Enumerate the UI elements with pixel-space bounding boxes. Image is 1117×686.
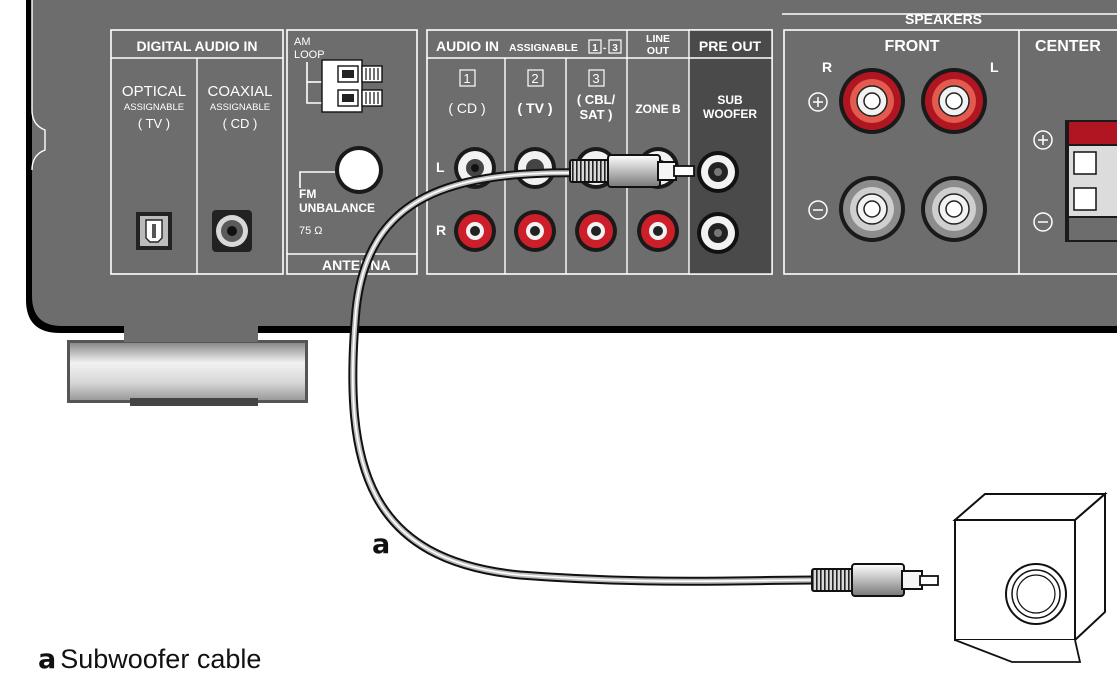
audio-in-header: AUDIO IN (436, 38, 499, 54)
rca-zone-b-right (637, 210, 679, 252)
front-r-minus-terminal (839, 176, 905, 242)
assignable-range-end: 3 (612, 43, 618, 54)
channel-right-label: R (436, 222, 446, 238)
coaxial-assignable: ASSIGNABLE (210, 102, 270, 113)
audio-in-section: AUDIO IN ASSIGNABLE 1 - 3 LINE OUT PRE O… (426, 29, 773, 275)
input-2-number: 2 (531, 71, 538, 86)
rca-subwoofer-lower (697, 212, 739, 254)
assignable-range-dash: - (603, 43, 606, 54)
pre-out-header: PRE OUT (699, 38, 762, 54)
loop-label: LOOP (294, 49, 325, 61)
assignable-range-start: 1 (592, 43, 598, 54)
rca-input-2-right (514, 210, 556, 252)
receiver-foot (67, 326, 308, 406)
fm-label: FM (299, 187, 316, 201)
rca-input-1-right (454, 210, 496, 252)
caption-text: Subwoofer cable (60, 644, 262, 674)
zone-b-label: ZONE B (635, 102, 681, 116)
center-speaker-terminal (1065, 120, 1117, 242)
optical-jack (136, 212, 172, 250)
front-l-label: L (990, 59, 999, 75)
unbalance-label: UNBALANCE (299, 201, 375, 215)
ohm-label: 75 Ω (299, 225, 323, 237)
coaxial-source: ( CD ) (223, 116, 258, 131)
audio-in-assignable: ASSIGNABLE (509, 42, 578, 54)
center-plus-icon (1033, 130, 1053, 150)
am-loop-terminal (306, 59, 383, 113)
subwoofer-cable (348, 168, 820, 586)
antenna-section: AM LOOP FM UNBALANCE 75 Ω ANTENNA (286, 29, 418, 275)
line-out-header-1: LINE (646, 33, 670, 45)
fm-antenna-jack (299, 146, 383, 194)
center-minus-icon (1033, 212, 1053, 232)
line-out-header-2: OUT (647, 45, 670, 57)
front-label: FRONT (884, 38, 939, 55)
center-label: CENTER (1035, 38, 1101, 55)
rca-subwoofer-upper (697, 151, 739, 193)
subwoofer-label-2: WOOFER (703, 107, 757, 121)
rca-input-2-left (514, 147, 556, 189)
rca-input-3-right (575, 210, 617, 252)
caption-marker: a (38, 644, 57, 675)
input-2-label: ( TV ) (518, 100, 553, 116)
optical-assignable: ASSIGNABLE (124, 102, 184, 113)
antenna-footer: ANTENNA (322, 257, 390, 273)
front-l-minus-terminal (921, 176, 987, 242)
input-3-label-1: ( CBL/ (577, 92, 616, 107)
input-3-number: 3 (592, 71, 599, 86)
front-r-label: R (822, 59, 832, 75)
front-l-plus-terminal (921, 68, 987, 134)
optical-label: OPTICAL (122, 83, 186, 100)
front-r-plus-terminal (839, 68, 905, 134)
coaxial-jack (212, 210, 252, 252)
digital-audio-in-header: DIGITAL AUDIO IN (136, 38, 257, 54)
optical-source: ( TV ) (138, 116, 170, 131)
plus-icon (808, 92, 828, 112)
input-3-label-2: SAT ) (580, 107, 613, 122)
input-1-number: 1 (463, 71, 470, 86)
channel-left-label: L (436, 159, 445, 175)
subwoofer-icon (952, 491, 1108, 663)
rca-plug-receiver-end (569, 154, 695, 188)
coaxial-label: COAXIAL (207, 83, 272, 100)
speakers-section: SPEAKERS FRONT CENTER R L (782, 0, 1117, 275)
am-label: AM (294, 36, 311, 48)
digital-audio-in-section: DIGITAL AUDIO IN OPTICAL ASSIGNABLE ( TV… (110, 29, 284, 275)
minus-icon (808, 200, 828, 220)
cable-marker: a (372, 529, 390, 560)
rca-plug-subwoofer-end (811, 563, 939, 597)
speakers-header: SPEAKERS (905, 11, 982, 27)
subwoofer-label-1: SUB (717, 93, 743, 107)
input-1-label: ( CD ) (448, 100, 485, 116)
